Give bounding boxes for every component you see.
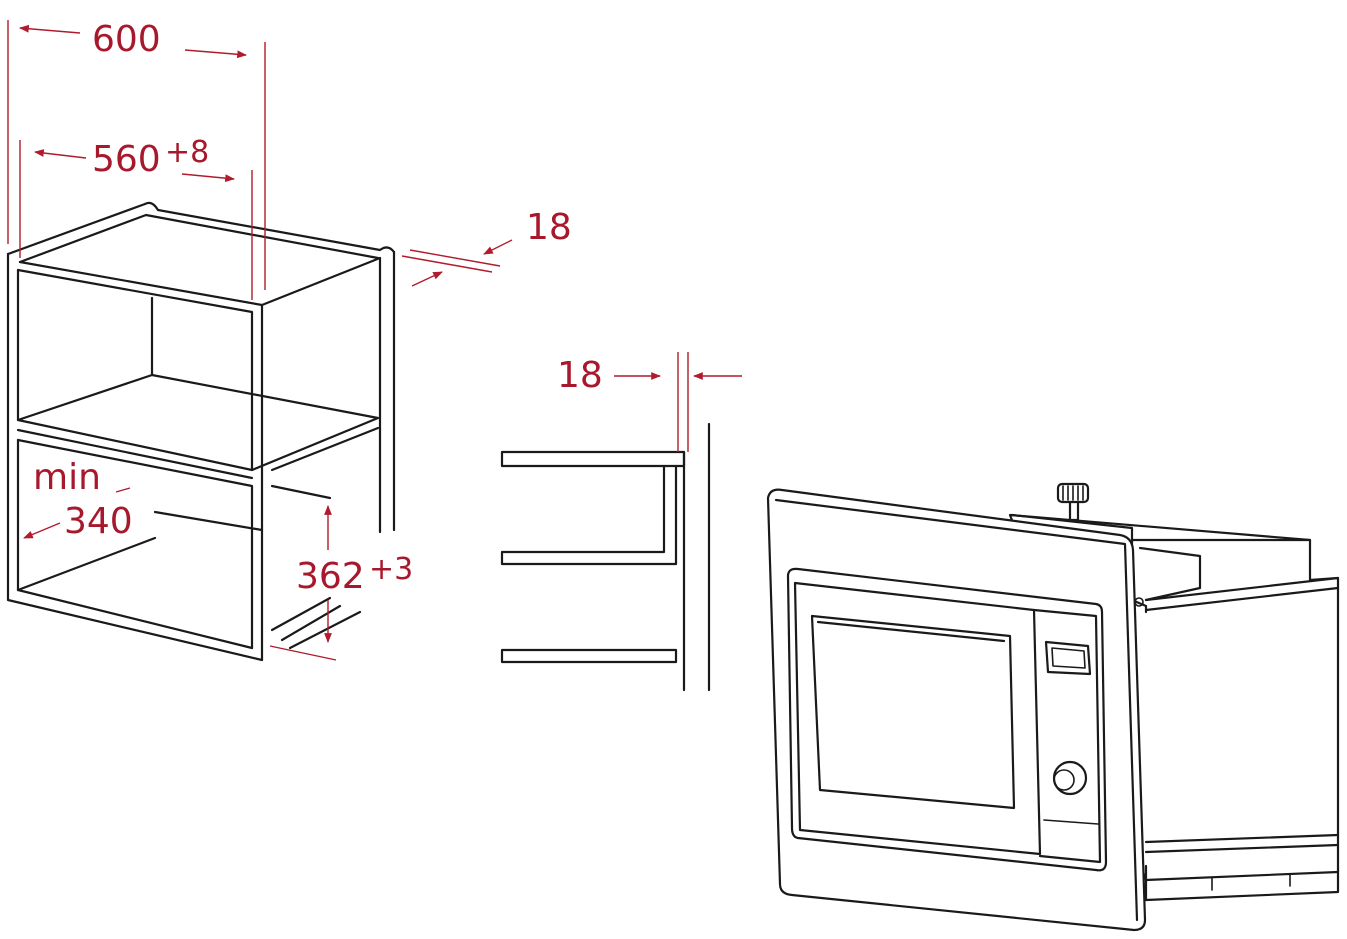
dimension-lines [7, 20, 513, 661]
dimension-label-18-front: 18 [557, 355, 603, 396]
dimension-label-min: min [33, 457, 101, 498]
side-profile-drawing [500, 352, 742, 692]
dimension-tolerance-3: +3 [369, 552, 414, 587]
dimension-label-600: 600 [92, 19, 161, 60]
dimension-label-340: 340 [64, 501, 133, 542]
dimension-tolerance-8: +8 [165, 135, 210, 170]
cabinet-drawing [6, 201, 396, 662]
dimension-label-362: 362 [296, 556, 365, 597]
dimension-label-560: 560 [92, 139, 161, 180]
microwave-drawing [766, 482, 1340, 932]
dimension-label-18-side: 18 [526, 207, 572, 248]
